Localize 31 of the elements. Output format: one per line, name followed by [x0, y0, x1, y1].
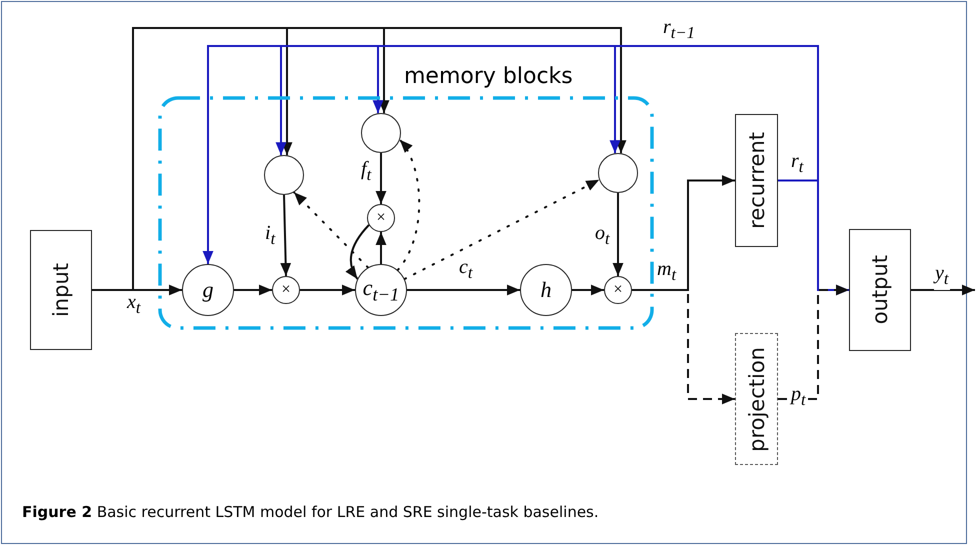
activation-circle: h: [520, 264, 572, 316]
output-layer-box: output: [849, 229, 911, 351]
multiply-circle: ×: [272, 276, 300, 304]
dotted-arrow: [404, 178, 600, 280]
recurrent-layer-box: recurrent: [735, 114, 778, 247]
arrow: [376, 153, 386, 204]
gate-circle: [598, 153, 638, 193]
dashed-arrow: [778, 284, 849, 400]
arrow: [376, 232, 386, 264]
arrow: [572, 284, 604, 296]
activation-circle: g: [182, 264, 234, 316]
arrow: [911, 284, 975, 296]
arrow: [407, 284, 520, 296]
dotted-arrow: [396, 138, 420, 272]
arrow: [346, 224, 370, 280]
arrow: [234, 284, 272, 296]
input-block: input: [30, 230, 92, 350]
gate-circle: [361, 113, 401, 153]
arrow: [612, 193, 624, 276]
multiply-circle: ×: [604, 276, 632, 304]
arrow: [280, 194, 292, 276]
region-title: memory blocks: [404, 64, 573, 89]
figure-caption: Figure 2 Basic recurrent LSTM model for LRE and SRE single-task baselines.: [22, 503, 599, 521]
dashed-arrow: [632, 289, 735, 404]
arrow: [610, 45, 819, 182]
cell-state-circle: c$_{t−1}$: [355, 264, 407, 316]
multiply-circle: ×: [367, 204, 395, 232]
gate-circle: [264, 155, 304, 195]
dotted-arrow: [293, 191, 369, 268]
projection-layer-box: projection: [735, 333, 778, 465]
arrow: [300, 284, 355, 296]
